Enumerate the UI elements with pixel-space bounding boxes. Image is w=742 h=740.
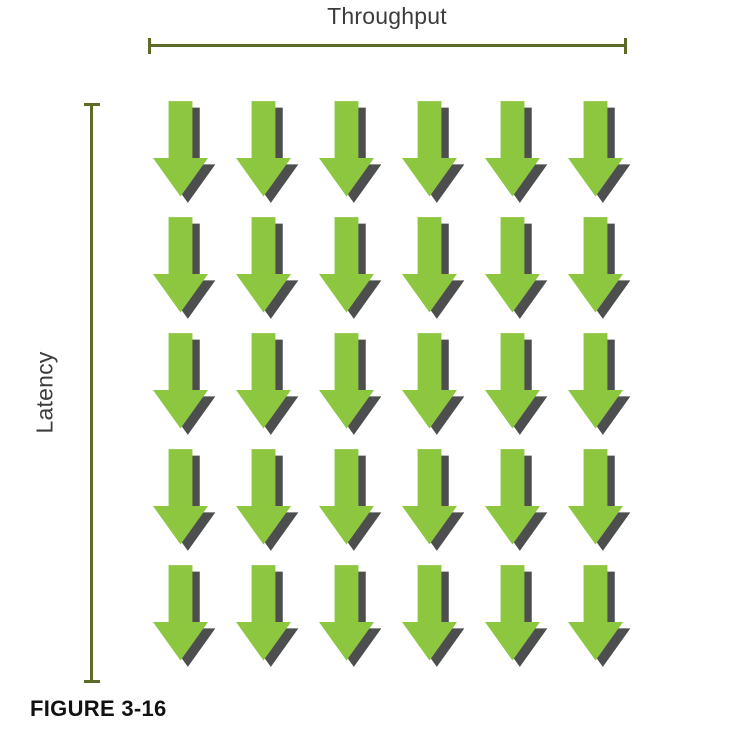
down-arrow-icon <box>401 448 468 552</box>
down-arrow-icon <box>401 564 468 668</box>
down-arrow-icon <box>319 564 385 668</box>
bracket-line <box>90 103 93 683</box>
throughput-bracket <box>148 38 627 54</box>
down-arrow-icon <box>567 216 634 320</box>
down-arrow-icon <box>236 448 302 552</box>
down-arrow-icon <box>153 332 219 436</box>
down-arrow-icon <box>319 100 385 204</box>
down-arrow-icon <box>567 564 634 668</box>
down-arrow-icon <box>236 216 302 320</box>
down-arrow-icon <box>401 332 468 436</box>
down-arrow-icon <box>153 216 219 320</box>
bracket-tick <box>624 38 627 54</box>
down-arrow-icon <box>236 100 302 204</box>
arrow-grid <box>145 94 642 674</box>
down-arrow-icon <box>567 332 634 436</box>
down-arrow-icon <box>484 216 551 320</box>
down-arrow-icon <box>567 448 634 552</box>
down-arrow-icon <box>484 564 551 668</box>
down-arrow-icon <box>153 448 219 552</box>
down-arrow-icon <box>484 332 551 436</box>
down-arrow-icon <box>567 100 634 204</box>
latency-axis-label: Latency <box>31 351 58 434</box>
down-arrow-icon <box>236 332 302 436</box>
down-arrow-icon <box>484 448 551 552</box>
down-arrow-icon <box>401 216 468 320</box>
down-arrow-icon <box>153 564 219 668</box>
throughput-axis-label: Throughput <box>327 3 447 29</box>
latency-bracket <box>84 103 100 683</box>
down-arrow-icon <box>319 216 385 320</box>
bracket-tick <box>84 680 100 683</box>
down-arrow-icon <box>484 100 551 204</box>
down-arrow-icon <box>319 448 385 552</box>
down-arrow-icon <box>401 100 468 204</box>
down-arrow-icon <box>319 332 385 436</box>
down-arrow-icon <box>153 100 219 204</box>
figure-caption: FIGURE 3-16 <box>30 696 167 721</box>
bracket-line <box>148 44 627 47</box>
down-arrow-icon <box>236 564 302 668</box>
